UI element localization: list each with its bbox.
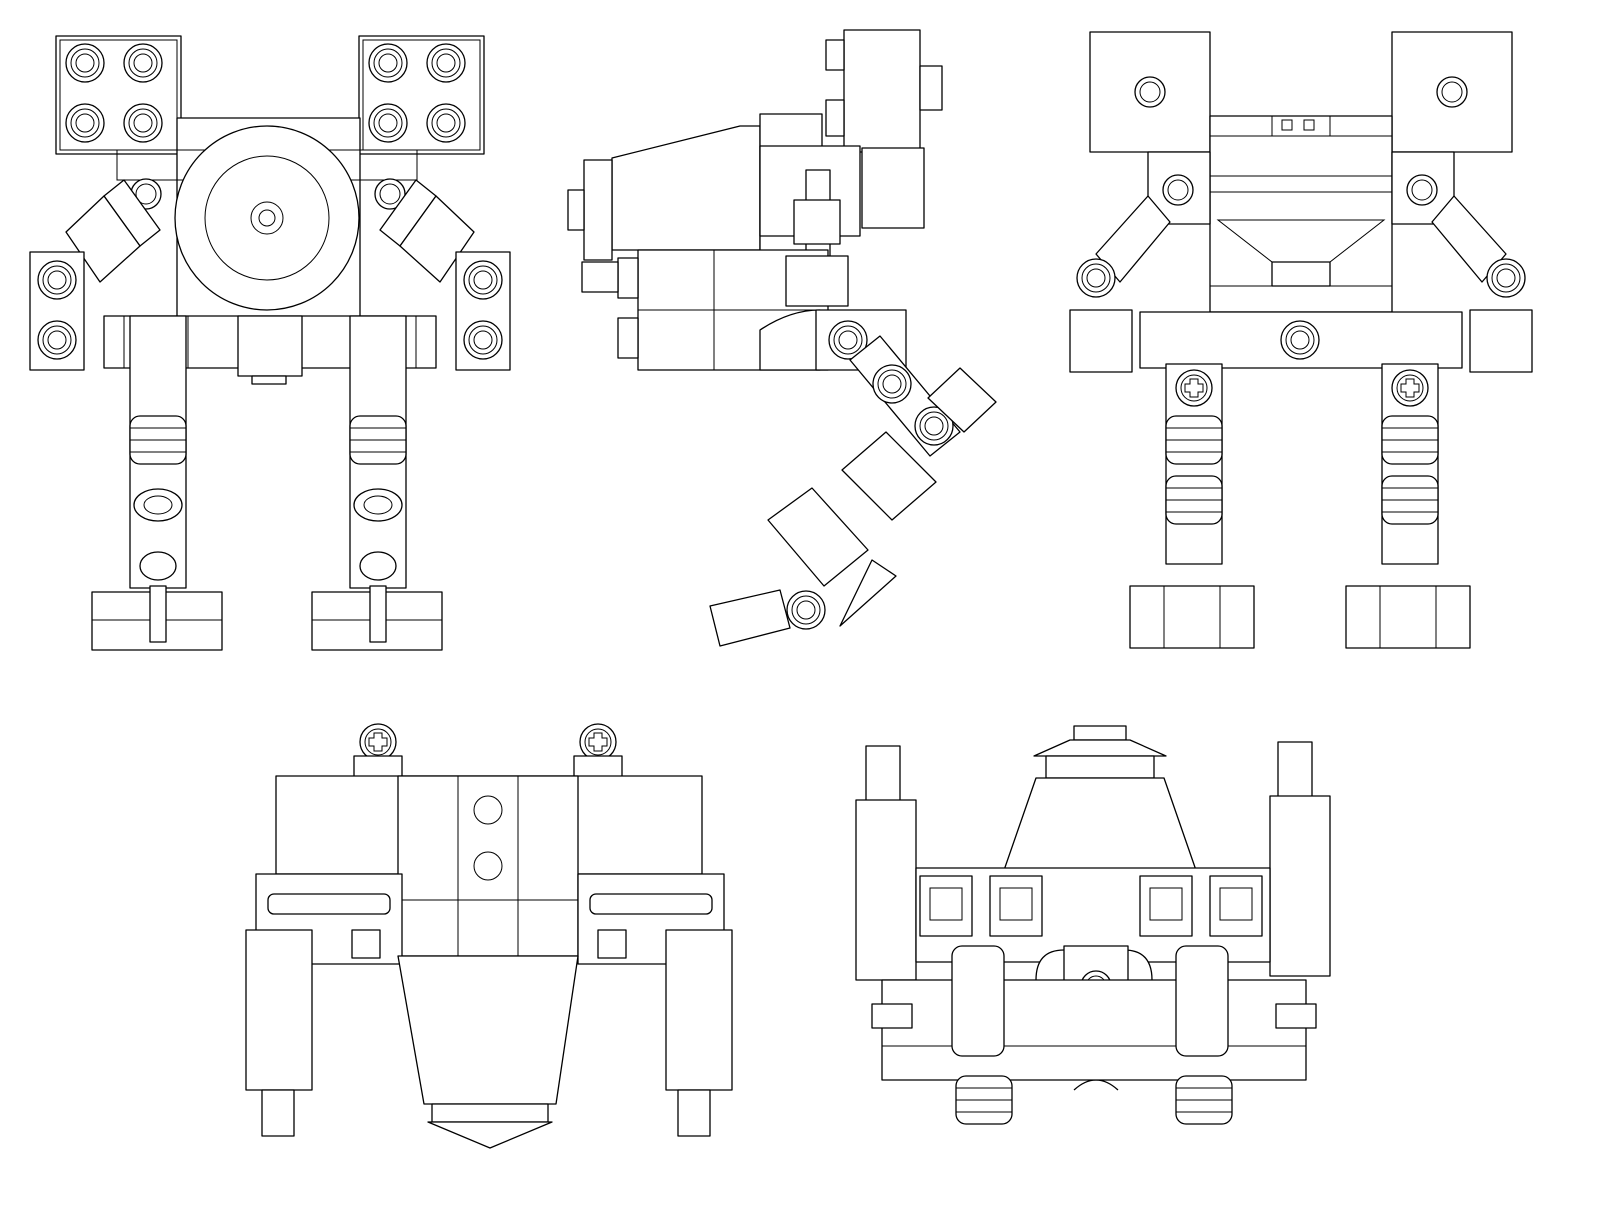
bottom-right-tower [1270, 796, 1330, 976]
side-leg [710, 310, 996, 646]
top-nose-cone [398, 956, 578, 1104]
top-right-leg [666, 930, 732, 1090]
back-left-leg [1130, 364, 1254, 648]
right-leg [312, 316, 442, 650]
back-left-foot [1130, 586, 1254, 648]
left-shoulder-block [56, 36, 181, 154]
front-view [30, 36, 510, 650]
round-chest-plate [175, 126, 359, 310]
side-body-wedge [612, 126, 760, 250]
left-arm [30, 180, 160, 370]
right-shoulder-block [359, 36, 484, 154]
bottom-left-tower [856, 800, 916, 980]
right-arm [380, 180, 510, 370]
back-right-leg [1346, 364, 1470, 648]
bottom-left-foot [952, 946, 1013, 1125]
side-view [568, 30, 996, 646]
back-right-foot [1346, 586, 1470, 648]
top-view [246, 723, 732, 1148]
left-leg [92, 316, 222, 650]
side-upper-block [844, 30, 920, 152]
back-view [1070, 32, 1532, 648]
bottom-trapezoid [1002, 778, 1198, 876]
back-left-arm [1070, 196, 1170, 372]
bottom-view [856, 726, 1330, 1125]
back-right-arm [1432, 196, 1532, 372]
bottom-right-foot [1175, 946, 1233, 1125]
top-left-leg [246, 930, 312, 1090]
